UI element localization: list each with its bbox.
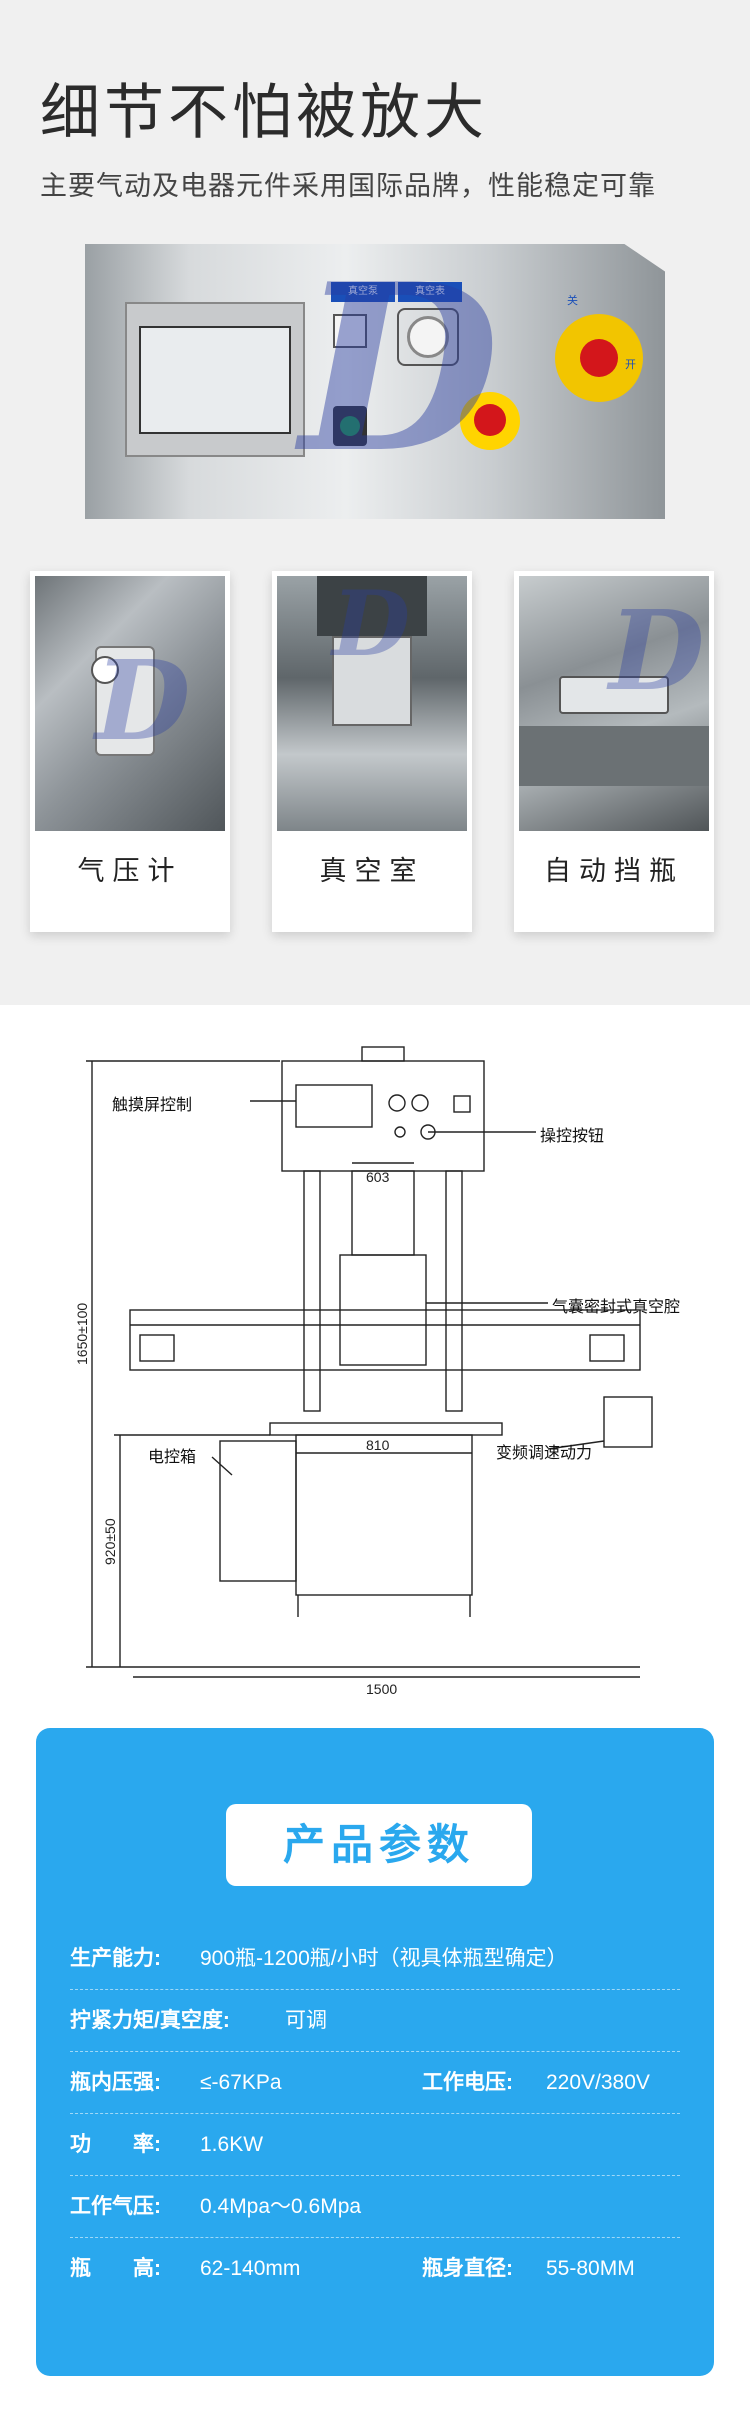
thumb-card-vacuum-chamber: D 真空室 bbox=[272, 571, 472, 932]
param-row: 功 率: 1.6KW bbox=[70, 2114, 680, 2176]
touchscreen-display bbox=[139, 326, 291, 434]
thumb-card-pressure-gauge: D 气压计 bbox=[30, 571, 230, 932]
param-value: ≤-67KPa bbox=[200, 2071, 282, 2094]
param-key: 生产能力: bbox=[70, 1947, 161, 1970]
param-key: 工作电压: bbox=[422, 2071, 513, 2094]
dimension-total-height: 1650±100 bbox=[74, 1302, 90, 1365]
callout-motor: 变频调速动力 bbox=[496, 1445, 593, 1462]
details-section: 细节不怕被放大 主要气动及电器元件采用国际品牌，性能稳定可靠 真空泵 真空表 关… bbox=[0, 0, 750, 1005]
machine-drawing bbox=[86, 1046, 653, 1678]
right-column-shape bbox=[445, 1170, 463, 1412]
params-section: 产品参数 生产能力: 900瓶-1200瓶/小时（视具体瓶型确定） 拧紧力矩/真… bbox=[36, 1728, 714, 2376]
brand-watermark-icon: D bbox=[332, 576, 411, 677]
vacuum-chamber-image: D bbox=[277, 576, 467, 831]
dimension-mid-width: 810 bbox=[366, 1437, 390, 1453]
auto-bottle-stop-image: D bbox=[519, 576, 709, 831]
brand-watermark-icon: D bbox=[609, 586, 705, 715]
button-3-shape bbox=[394, 1126, 406, 1138]
control-panel-photo: 真空泵 真空表 关 开 D bbox=[85, 244, 665, 519]
param-row: 拧紧力矩/真空度: 可调 bbox=[70, 1990, 680, 2052]
left-column-shape bbox=[303, 1170, 321, 1412]
screen-shape bbox=[295, 1084, 373, 1128]
param-row: 生产能力: 900瓶-1200瓶/小时（视具体瓶型确定） bbox=[70, 1928, 680, 1990]
electric-box-shape bbox=[219, 1440, 297, 1582]
chamber-body-shape bbox=[332, 636, 412, 726]
pressure-gauge-image: D bbox=[35, 576, 225, 831]
power-switch-icon bbox=[555, 314, 643, 402]
brand-watermark-icon: D bbox=[95, 636, 191, 765]
conveyor-shape bbox=[129, 1309, 641, 1371]
param-value: 62-140mm bbox=[200, 2257, 301, 2280]
conveyor-end-shape bbox=[139, 1334, 175, 1362]
start-button-image bbox=[333, 406, 367, 446]
param-row: 工作气压: 0.4Mpa～0.6Mpa bbox=[70, 2176, 680, 2238]
switch-shape bbox=[453, 1095, 471, 1113]
param-row: 瓶 高: 62-140mm 瓶身直径: 55-80MM bbox=[70, 2238, 680, 2300]
brand-watermark-icon: D bbox=[300, 234, 500, 504]
gauge-dial-icon bbox=[91, 656, 119, 684]
drawing-section: 触摸屏控制 操控按钮 气囊密封式真空腔 电控箱 变频调速动力 603 810 1… bbox=[0, 1005, 750, 1725]
callout-touchscreen: 触摸屏控制 bbox=[112, 1097, 193, 1114]
handle-shape bbox=[361, 1046, 405, 1062]
param-value: 220V/380V bbox=[546, 2071, 650, 2094]
thumb-caption: 自动挡瓶 bbox=[544, 856, 684, 886]
param-value: 900瓶-1200瓶/小时（视具体瓶型确定） bbox=[200, 1947, 568, 1970]
param-key: 功 率: bbox=[70, 2133, 161, 2156]
vacuum-pump-label: 真空泵 bbox=[331, 282, 395, 302]
base-cabinet-shape bbox=[295, 1434, 473, 1596]
param-value: 1.6KW bbox=[200, 2133, 264, 2156]
param-key: 工作气压: bbox=[70, 2195, 161, 2218]
param-value: 55-80MM bbox=[546, 2257, 635, 2280]
head-cabinet-shape bbox=[281, 1060, 485, 1172]
vacuum-controller-image bbox=[333, 314, 367, 348]
thumb-caption: 气压计 bbox=[77, 856, 183, 886]
dimension-top-width: 603 bbox=[366, 1169, 390, 1185]
thumb-caption: 真空室 bbox=[319, 856, 425, 886]
switch-off-label: 关 bbox=[567, 295, 578, 307]
param-key: 拧紧力矩/真空度: bbox=[70, 2009, 230, 2032]
dimension-table-height: 920±50 bbox=[102, 1518, 118, 1565]
param-key: 瓶身直径: bbox=[422, 2257, 513, 2280]
details-title: 细节不怕被放大 bbox=[40, 79, 488, 146]
emergency-stop-icon bbox=[460, 392, 520, 450]
conveyor-shape bbox=[519, 726, 709, 786]
vacuum-gauge-label: 真空表 bbox=[398, 282, 462, 302]
details-subtitle: 主要气动及电器元件采用国际品牌，性能稳定可靠 bbox=[40, 171, 656, 201]
callout-chamber: 气囊密封式真空腔 bbox=[552, 1299, 681, 1316]
callout-buttons: 操控按钮 bbox=[540, 1128, 605, 1145]
param-value: 0.4Mpa～0.6Mpa bbox=[200, 2195, 362, 2218]
motor-shape bbox=[603, 1396, 653, 1448]
touchscreen-image bbox=[125, 302, 305, 457]
dimension-base-width: 1500 bbox=[366, 1681, 398, 1697]
param-key: 瓶内压强: bbox=[70, 2071, 161, 2094]
table-top-shape bbox=[269, 1422, 503, 1436]
conveyor-drive-shape bbox=[589, 1334, 625, 1362]
callout-cabinet: 电控箱 bbox=[148, 1449, 197, 1466]
button-2-shape bbox=[411, 1094, 429, 1112]
air-cylinder-shape bbox=[559, 676, 669, 714]
param-value: 可调 bbox=[285, 2009, 327, 2032]
thumb-card-auto-bottle-stop: D 自动挡瓶 bbox=[514, 571, 714, 932]
button-1-shape bbox=[388, 1094, 406, 1112]
chamber-top-shape bbox=[317, 576, 427, 636]
param-row: 瓶内压强: ≤-67KPa 工作电压: 220V/380V bbox=[70, 2052, 680, 2114]
gauge-housing bbox=[397, 308, 459, 366]
vacuum-gauge-icon bbox=[407, 316, 449, 358]
params-heading: 产品参数 bbox=[226, 1804, 532, 1886]
switch-on-label: 开 bbox=[625, 359, 636, 371]
param-key: 瓶 高: bbox=[70, 2257, 161, 2280]
